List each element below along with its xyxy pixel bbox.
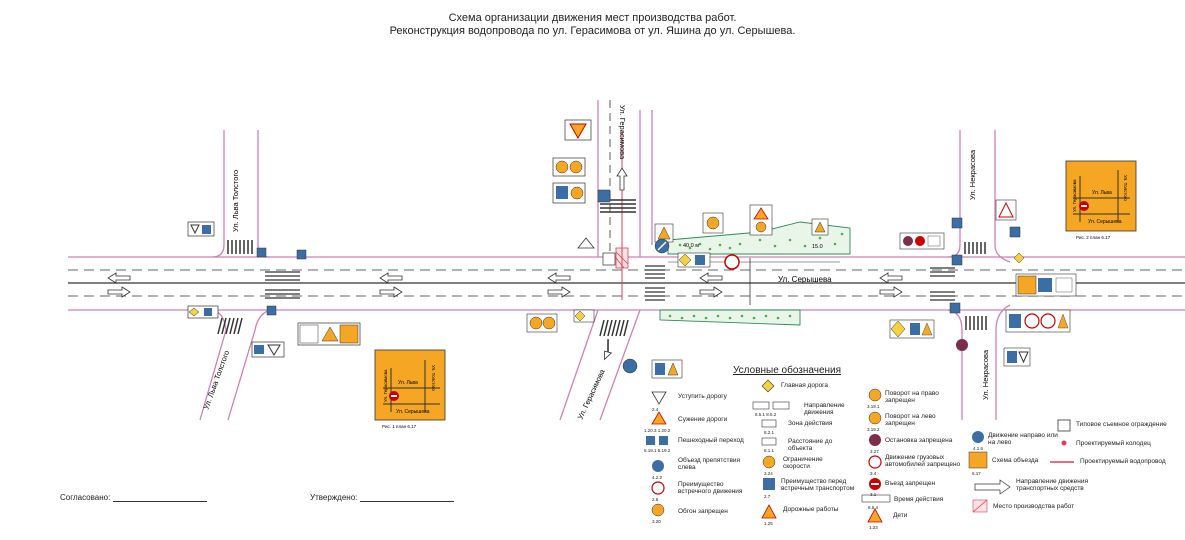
legend-label-direction: Направление движения bbox=[804, 402, 845, 416]
legend-code-right-or-left: 4.1.6 bbox=[973, 446, 984, 451]
legend-code-no-trucks: 3.4 bbox=[870, 471, 877, 476]
legend-code-crosswalk: 5.19.1 5.19.2 bbox=[644, 448, 671, 453]
street-label-gerasimova-top: Ул. Герасимова bbox=[618, 105, 627, 160]
legend-code-narrowing: 1.20.3 1.20.2 bbox=[644, 428, 671, 433]
legend-label-vehicle-direction: Направление движения транспортных средст… bbox=[1016, 478, 1088, 492]
scheme1-label-side: Ул. Толстого bbox=[431, 365, 436, 391]
legend-code-no-entry: 3.1 bbox=[870, 492, 877, 497]
road-signs bbox=[187, 119, 1077, 379]
legend-label-children: Дети bbox=[893, 512, 908, 519]
gerasimova-road bbox=[559, 100, 665, 421]
street-label-tolstogo-bottom: Ул. Льва Толстого bbox=[201, 349, 231, 411]
legend-code-speed-limit: 3.24 bbox=[764, 471, 773, 476]
legend-code-no-left-turn: 3.19.2 bbox=[867, 427, 880, 432]
scheme1-label-top: Ул. Льва bbox=[398, 380, 418, 386]
agreed-line: Согласовано: bbox=[60, 492, 207, 502]
legend-label-detour-scheme: Схема объезда bbox=[992, 457, 1039, 464]
legend-label-road-works: Дорожные работы bbox=[783, 506, 839, 513]
scheme1-caption: Рис. 1 план 6.17 bbox=[382, 424, 417, 429]
legend-title: Условные обозначения bbox=[733, 365, 842, 376]
legend-label-pipe: Проектируемый водопровод bbox=[1080, 458, 1166, 465]
legend-label-no-stopping: Остановка запрещена bbox=[885, 437, 953, 444]
street-label-serysheva: Ул. Серышева bbox=[778, 275, 832, 284]
legend-label-well: Проектируемый колодец bbox=[1076, 440, 1151, 447]
legend-label-distance: Расстояние до объекта bbox=[788, 438, 833, 452]
legend-label-speed-limit: Ограничение скорости bbox=[783, 456, 823, 470]
legend-code-no-overtaking: 3.20 bbox=[652, 519, 661, 524]
legend-code-no-right-turn: 3.19.1 bbox=[867, 404, 880, 409]
legend-code-no-stopping: 3.27 bbox=[870, 449, 879, 454]
legend-code-direction: 8.5.1 8.5.2 bbox=[755, 412, 777, 417]
legend-label-no-trucks: Движение грузовых автомобилей запрещено bbox=[885, 454, 961, 468]
legend-label-right-or-left: Движение направо или на лево bbox=[988, 432, 1058, 446]
scheme1-label-bottom: Ул. Серышева bbox=[396, 409, 430, 415]
legend-code-oncoming-priority: 2.6 bbox=[652, 497, 659, 502]
approved-label: Утверждено: bbox=[310, 493, 358, 502]
legend-code-zone: 8.2.1 bbox=[764, 430, 775, 435]
diagram-title-line2: Реконструкция водопровода по ул. Герасим… bbox=[389, 25, 796, 37]
legend-code-detour-left: 4.2.2 bbox=[652, 475, 663, 480]
agreed-signature-field bbox=[112, 492, 207, 502]
street-label-tolstogo-top: Ул. Льва Толстого bbox=[231, 170, 240, 232]
legend-label-no-left-turn: Поворот на лево запрещен bbox=[885, 413, 936, 427]
distance-label-1: 40.0 м bbox=[683, 243, 699, 249]
legend-label-yield: Уступить дорогу bbox=[678, 393, 727, 400]
legend-label-no-entry: Въезд запрещен bbox=[885, 480, 936, 487]
scheme2-caption: Рис. 2 план 6.17 bbox=[1076, 235, 1111, 240]
scheme2-label-side2: Ул. Герасимова bbox=[1072, 179, 1077, 212]
legend-label-oncoming-priority: Преимущество встречного движения bbox=[678, 481, 743, 495]
legend-label-time: Время действия bbox=[894, 496, 944, 503]
street-label-nekrasova-bottom: Ул. Некрасова bbox=[981, 349, 990, 400]
legend-code-children: 1.23 bbox=[869, 525, 878, 530]
legend-label-barrier: Типовое съемное ограждение bbox=[1076, 421, 1167, 428]
legend-label-narrowing: Сужение дороги bbox=[678, 416, 728, 423]
legend-code-yield: 2.4 bbox=[652, 407, 659, 412]
detour-scheme-2: Ул. Льва Ул. Серышева Ул. Толстого Ул. Г… bbox=[1065, 160, 1137, 232]
approved-line: Утверждено: bbox=[310, 492, 454, 502]
detour-scheme-1: Ул. Льва Ул. Серышева Ул. Толстого Ул. Г… bbox=[374, 349, 446, 421]
legend-code-distance: 8.1.1 bbox=[764, 448, 775, 453]
legend-icons bbox=[646, 379, 1074, 523]
scheme2-label-top: Ул. Льва bbox=[1092, 190, 1112, 196]
legend-code-detour-scheme: 6.17 bbox=[972, 471, 981, 476]
scheme2-label-side: Ул. Толстого bbox=[1123, 175, 1128, 201]
legend-label-zone: Зона действия bbox=[788, 420, 833, 427]
street-label-nekrasova-top: Ул. Некрасова bbox=[968, 149, 977, 200]
scheme1-label-side2: Ул. Герасимова bbox=[383, 369, 388, 402]
legend-label-work-site: Место производства работ bbox=[993, 503, 1075, 510]
legend-label-no-overtaking: Обгон запрещен bbox=[678, 508, 728, 515]
legend-label-detour-left: Объезд препятствия слева bbox=[678, 457, 741, 471]
legend-label-main-road: Главная дорога bbox=[781, 382, 829, 389]
agreed-label: Согласовано: bbox=[60, 493, 111, 502]
diagram-title-line1: Схема организации движения мест производ… bbox=[448, 12, 737, 24]
legend-label-no-right-turn: Поворот на право запрещен bbox=[885, 390, 939, 404]
traffic-arrows bbox=[107, 167, 903, 361]
legend-code-priority-over: 2.7 bbox=[764, 494, 771, 499]
distance-label-2: 15.0 bbox=[812, 244, 823, 250]
legend-code-time: 8.5.4 bbox=[868, 505, 879, 510]
legend-label-priority-over: Преимущество перед встречным транспортом bbox=[781, 478, 855, 492]
nekrasova-road bbox=[930, 130, 1011, 420]
scheme2-label-bottom: Ул. Серышева bbox=[1088, 219, 1122, 225]
legend-label-crosswalk: Пешеходный переход bbox=[678, 437, 744, 444]
approved-signature-field bbox=[359, 492, 454, 502]
legend-code-road-works: 1.25 bbox=[764, 521, 773, 526]
